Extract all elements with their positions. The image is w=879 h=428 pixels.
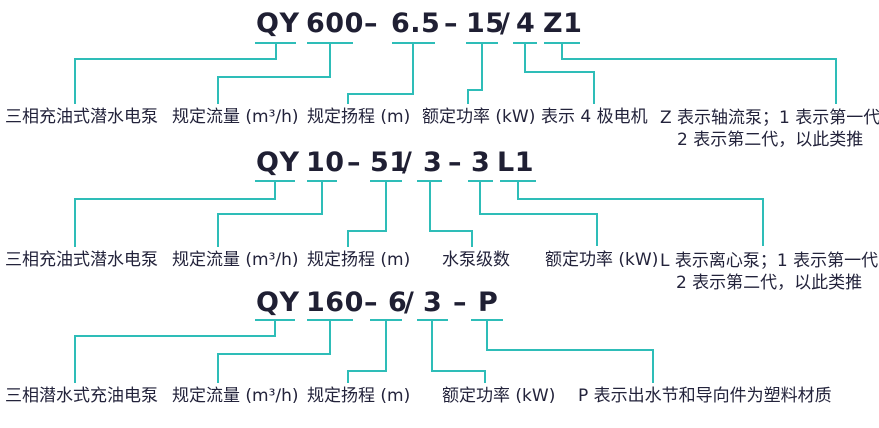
code-part-prefix: QY [256, 287, 300, 318]
label-flow: 规定流量 (m³/h) [172, 386, 299, 406]
code-separator: – [364, 8, 378, 39]
label-suffix-meaning: L 表示离心泵；1 表示第一代 2 表示第二代，以此类推 [660, 250, 878, 294]
label-flow: 规定流量 (m³/h) [172, 250, 299, 270]
label-head: 规定扬程 (m) [307, 107, 411, 127]
code-part-flow: 10 [306, 147, 345, 178]
code-part-head: 6.5 [391, 8, 441, 39]
code-part-prefix: QY [256, 147, 300, 178]
label-pump-type: 三相充油式潜水电泵 [5, 107, 158, 127]
label-suffix-meaning: Z 表示轴流泵；1 表示第一代 2 表示第二代，以此类推 [660, 107, 879, 151]
label-motor-poles: 表示 4 极电机 [541, 107, 648, 127]
code-part-head: 6 [388, 287, 408, 318]
code-separator: – [453, 287, 467, 318]
code-separator: / [404, 287, 415, 318]
label-suffix-line1: L 表示离心泵；1 表示第一代 [660, 251, 879, 271]
code-part-poles: 4 [516, 8, 536, 39]
code-part-power: 3 [471, 147, 491, 178]
label-power: 额定功率 (kW) [545, 250, 659, 270]
code-separator: – [364, 287, 378, 318]
code-separator: / [500, 8, 511, 39]
label-head: 规定扬程 (m) [307, 250, 411, 270]
code-part-suffix: P [478, 287, 499, 318]
code-part-flow: 160 [306, 287, 364, 318]
code-part-prefix: QY [256, 8, 300, 39]
label-suffix-line2: 2 表示第二代，以此类推 [675, 273, 863, 293]
label-power: 额定功率 (kW) [422, 107, 536, 127]
label-suffix-meaning: P 表示出水节和导向件为塑料材质 [578, 386, 832, 406]
code-part-power: 15 [466, 8, 505, 39]
code-part-suffix: L1 [497, 147, 534, 178]
label-head: 规定扬程 (m) [307, 386, 411, 406]
label-flow: 规定流量 (m³/h) [172, 107, 299, 127]
label-pump-type: 三相潜水式充油电泵 [5, 386, 158, 406]
code-part-flow: 600 [306, 8, 364, 39]
code-separator: – [444, 8, 458, 39]
code-part-power: 3 [423, 287, 443, 318]
label-suffix-line1: Z 表示轴流泵；1 表示第一代 [660, 108, 879, 128]
code-part-head: 51 [370, 147, 409, 178]
label-pump-type: 三相充油式潜水电泵 [5, 250, 158, 270]
code-separator: – [347, 147, 361, 178]
code-separator: / [402, 147, 413, 178]
code-separator: – [448, 147, 462, 178]
label-stages: 水泵级数 [442, 250, 510, 270]
code-part-suffix: Z1 [543, 8, 583, 39]
code-part-stages: 3 [423, 147, 443, 178]
label-suffix-line2: 2 表示第二代，以此类推 [677, 130, 864, 150]
label-power: 额定功率 (kW) [442, 386, 556, 406]
